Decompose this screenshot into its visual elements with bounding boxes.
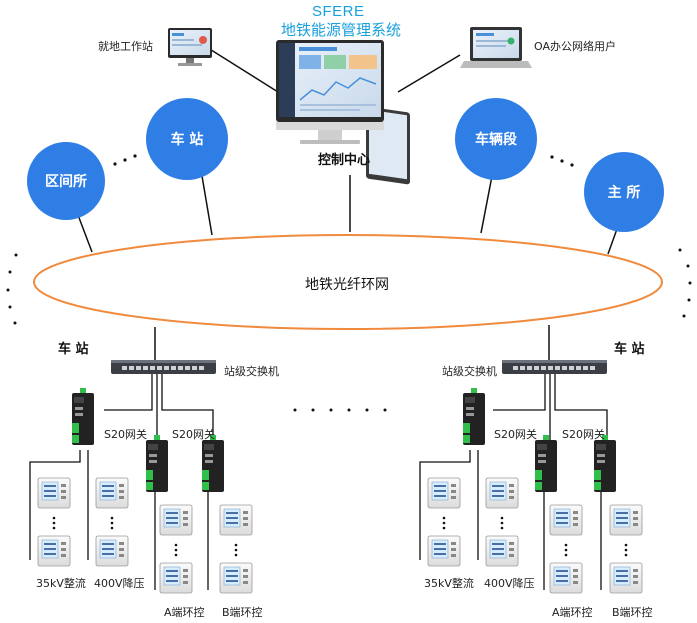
- ellipsis-dot: [500, 526, 504, 530]
- ellipsis-dots: [6, 154, 692, 412]
- workstation-monitor: [168, 28, 212, 66]
- ellipsis-dot: [110, 516, 114, 520]
- ellipsis-dot: [234, 543, 238, 547]
- left-gateway-1-label: S20网关: [104, 428, 147, 441]
- workstation-label: 就地工作站: [98, 40, 153, 53]
- ellipsis-dot: [564, 553, 568, 557]
- ellipsis-dot: [442, 521, 446, 525]
- left-station-label: 车 站: [58, 342, 89, 357]
- ellipsis-dot: [52, 521, 56, 525]
- right-switch: [502, 360, 607, 374]
- ellipsis-dot: [52, 516, 56, 520]
- meter-device: [95, 535, 129, 567]
- meter-device: [427, 535, 461, 567]
- control-center-label: 控制中心: [318, 153, 371, 168]
- meter-device: [485, 477, 519, 509]
- ellipsis-dot: [564, 548, 568, 552]
- fiber-ring-label: 地铁光纤环网: [305, 277, 389, 293]
- meter-device: [219, 504, 253, 536]
- ellipsis-dot: [174, 543, 178, 547]
- right-branch-35kv: 35kV整流: [424, 577, 474, 590]
- left-branch-b: B端环控: [222, 606, 263, 619]
- left-branch-35kv: 35kV整流: [36, 577, 86, 590]
- node-interval: 区间所: [27, 142, 105, 220]
- left-branch-a: A端环控: [164, 606, 205, 619]
- ellipsis-dot: [174, 553, 178, 557]
- ellipsis-dot: [52, 526, 56, 530]
- ellipsis-dot: [442, 526, 446, 530]
- meter-device: [609, 562, 643, 594]
- right-gateway-3: [594, 435, 616, 492]
- left-gateway-1: [72, 388, 94, 445]
- ellipsis-dot: [500, 521, 504, 525]
- meter-device: [427, 477, 461, 509]
- ellipsis-dot: [564, 543, 568, 547]
- ellipsis-dot: [624, 553, 628, 557]
- meter-device: [37, 477, 71, 509]
- left-gateway-2: [146, 435, 168, 492]
- ellipsis-dot: [110, 521, 114, 525]
- meter-device: [159, 562, 193, 594]
- left-gateway-2-label: S20网关: [172, 428, 215, 441]
- meter-device: [159, 504, 193, 536]
- left-site-wiring: [29, 374, 214, 590]
- oa-laptop: [460, 27, 532, 68]
- ellipsis-dot: [624, 543, 628, 547]
- ellipsis-dot: [234, 553, 238, 557]
- ellipsis-dot: [624, 548, 628, 552]
- ellipsis-dot: [500, 516, 504, 520]
- left-switch: [111, 360, 216, 374]
- link-depot: [480, 175, 493, 234]
- node-station: 车 站: [146, 98, 228, 180]
- meter-device: [95, 477, 129, 509]
- left-switch-label: 站级交换机: [224, 365, 279, 378]
- oa-user-label: OA办公网络用户: [534, 40, 616, 53]
- right-station-label: 车 站: [614, 342, 645, 357]
- link-oa: [397, 54, 461, 93]
- meter-device: [549, 504, 583, 536]
- right-branch-b: B端环控: [612, 606, 653, 619]
- link-station: [201, 175, 213, 236]
- meter-device: [37, 535, 71, 567]
- left-branch-400v: 400V降压: [94, 577, 145, 590]
- system-title: 地铁能源管理系统: [281, 21, 402, 39]
- ellipsis-dot: [234, 548, 238, 552]
- right-gateway-2-label: S20网关: [562, 428, 605, 441]
- link-workstation: [207, 47, 279, 93]
- ellipsis-dot: [442, 516, 446, 520]
- node-main: 主 所: [584, 152, 664, 232]
- meter-device: [609, 504, 643, 536]
- right-switch-label: 站级交换机: [442, 365, 497, 378]
- right-gateway-1-label: S20网关: [494, 428, 537, 441]
- left-gateway-3: [202, 435, 224, 492]
- node-depot: 车辆段: [455, 98, 537, 180]
- right-branch-a: A端环控: [552, 606, 593, 619]
- meter-device: [549, 562, 583, 594]
- right-gateway-2: [535, 435, 557, 492]
- ellipsis-dot: [174, 548, 178, 552]
- right-gateway-1: [463, 388, 485, 445]
- ellipsis-dot: [110, 526, 114, 530]
- meter-device: [485, 535, 519, 567]
- meter-device: [219, 562, 253, 594]
- control-center-monitors: [276, 40, 410, 185]
- right-branch-400v: 400V降压: [484, 577, 535, 590]
- link-interval: [77, 214, 93, 253]
- fiber-ring: [33, 234, 663, 330]
- brand-name: SFERE: [312, 3, 365, 20]
